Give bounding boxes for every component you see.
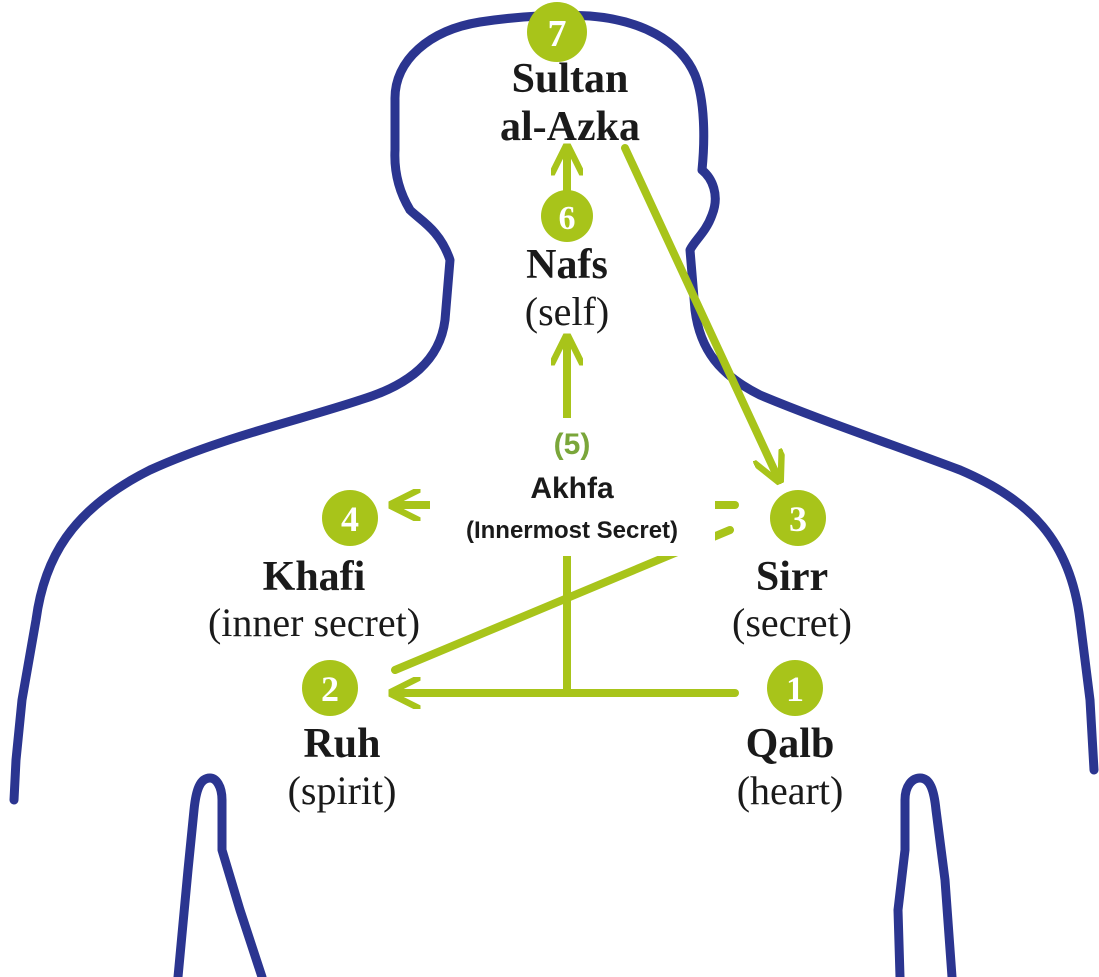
node-1-meaning: (heart) <box>737 768 844 813</box>
node-3: 3 Sirr (secret) <box>732 490 852 645</box>
node-4-name: Khafi <box>263 554 366 600</box>
node-6: 6 Nafs (self) <box>525 190 609 334</box>
node-5-name: Akhfa <box>530 472 614 505</box>
node-7-name-line2: al-Azka <box>500 104 640 150</box>
node-5-meaning: (Innermost Secret) <box>466 517 678 544</box>
badge-3-number: 3 <box>789 499 807 539</box>
badge-2-number: 2 <box>321 669 339 709</box>
node-5-number: (5) <box>554 428 591 461</box>
node-3-name: Sirr <box>756 554 828 600</box>
badge-7-number: 7 <box>548 13 567 55</box>
node-4-meaning: (inner secret) <box>208 600 420 645</box>
node-6-name: Nafs <box>526 242 608 288</box>
badge-6-number: 6 <box>559 200 576 237</box>
node-7-name-line1: Sultan <box>512 56 629 102</box>
node-2-name: Ruh <box>303 721 380 767</box>
node-2: 2 Ruh (spirit) <box>288 660 397 813</box>
badge-4-number: 4 <box>341 499 359 539</box>
node-3-meaning: (secret) <box>732 600 852 645</box>
node-6-meaning: (self) <box>525 289 609 334</box>
node-5: (5) Akhfa (Innermost Secret) <box>430 418 715 556</box>
node-1: 1 Qalb (heart) <box>737 660 844 813</box>
node-2-meaning: (spirit) <box>288 768 397 813</box>
node-1-name: Qalb <box>746 721 835 767</box>
badge-1-number: 1 <box>786 669 804 709</box>
node-4: 4 Khafi (inner secret) <box>208 490 420 645</box>
